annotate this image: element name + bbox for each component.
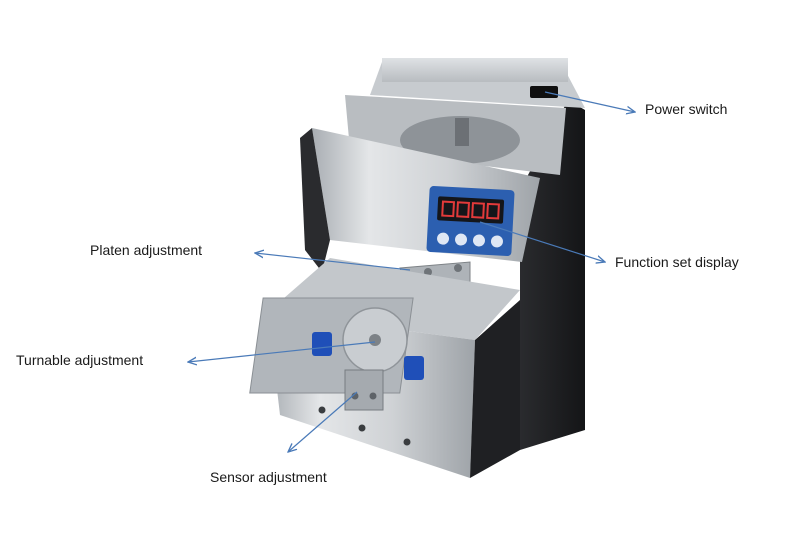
screw-feeder-machine xyxy=(249,58,585,478)
platen-adjustment-arrow xyxy=(255,253,411,271)
turnable-adjustment-arrow xyxy=(188,341,376,362)
platen-adjustment-label: Platen adjustment xyxy=(90,242,203,258)
sensor-adjustment-label: Sensor adjustment xyxy=(210,469,327,485)
power-switch-icon xyxy=(530,86,558,98)
rear-housing-top xyxy=(382,58,568,82)
turnable-adjustment-label: Turnable adjustment xyxy=(16,352,144,368)
sensor-bracket xyxy=(344,369,384,411)
callout-arrows xyxy=(188,91,635,452)
power-switch-arrow xyxy=(544,91,635,112)
right-blue-knob xyxy=(404,356,424,380)
power-switch-label: Power switch xyxy=(645,101,728,117)
sensor-adjustment-arrow xyxy=(288,391,358,452)
hopper-shaft xyxy=(455,118,469,146)
left-side-black xyxy=(300,128,330,272)
display-digits xyxy=(441,200,500,220)
digital-display xyxy=(437,196,505,224)
control-buttons xyxy=(437,232,503,248)
base-right-black xyxy=(470,300,520,478)
function-display-arrow xyxy=(479,221,605,262)
left-blue-knob xyxy=(312,332,332,356)
function-set-display-label: Function set display xyxy=(615,254,739,270)
